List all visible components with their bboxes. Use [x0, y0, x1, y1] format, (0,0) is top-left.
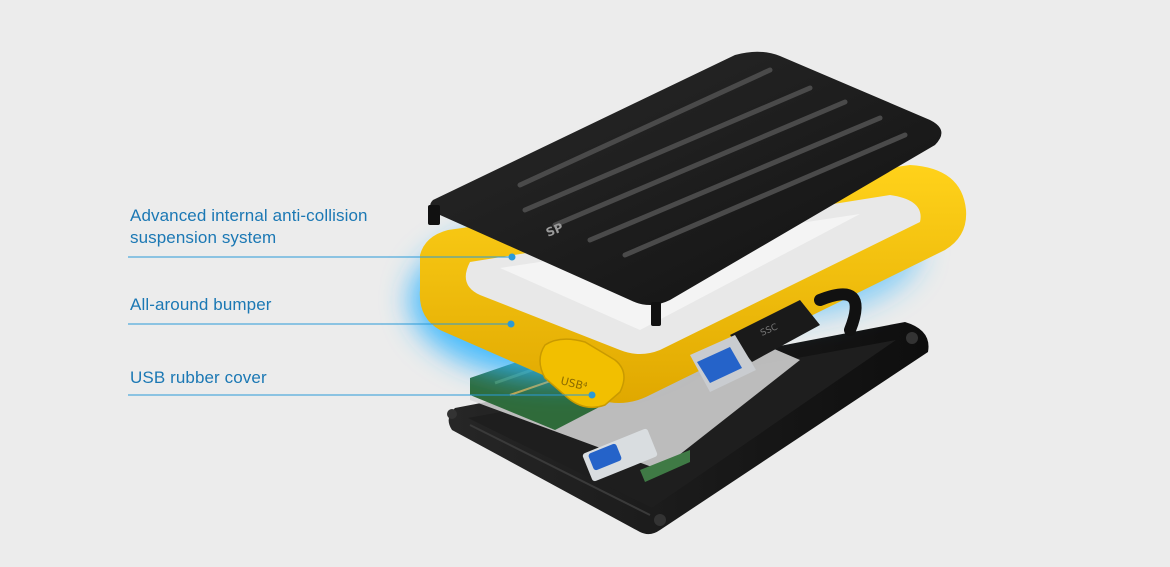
bumper-callout-dot	[507, 320, 515, 328]
usb-cover-label: USB rubber cover	[130, 368, 267, 387]
top-cover: SP	[428, 51, 942, 326]
suspension-label-line1: Advanced internal anti-collision	[130, 206, 368, 225]
suspension-callout-dot	[508, 253, 516, 261]
usb-cover-callout-dot	[588, 391, 596, 399]
usb-cover-callout-label: USB rubber cover	[130, 367, 267, 389]
suspension-label-line2: suspension system	[130, 228, 277, 247]
usb-cable: SSC	[690, 288, 862, 392]
bumper-callout-label: All-around bumper	[130, 294, 272, 316]
callout-lines	[128, 253, 596, 399]
suspension-callout-label: Advanced internal anti-collision suspens…	[130, 205, 368, 249]
usb-cover-text: USB⁴	[559, 374, 589, 393]
brand-logo: SP	[544, 220, 566, 240]
bumper-label: All-around bumper	[130, 295, 272, 314]
